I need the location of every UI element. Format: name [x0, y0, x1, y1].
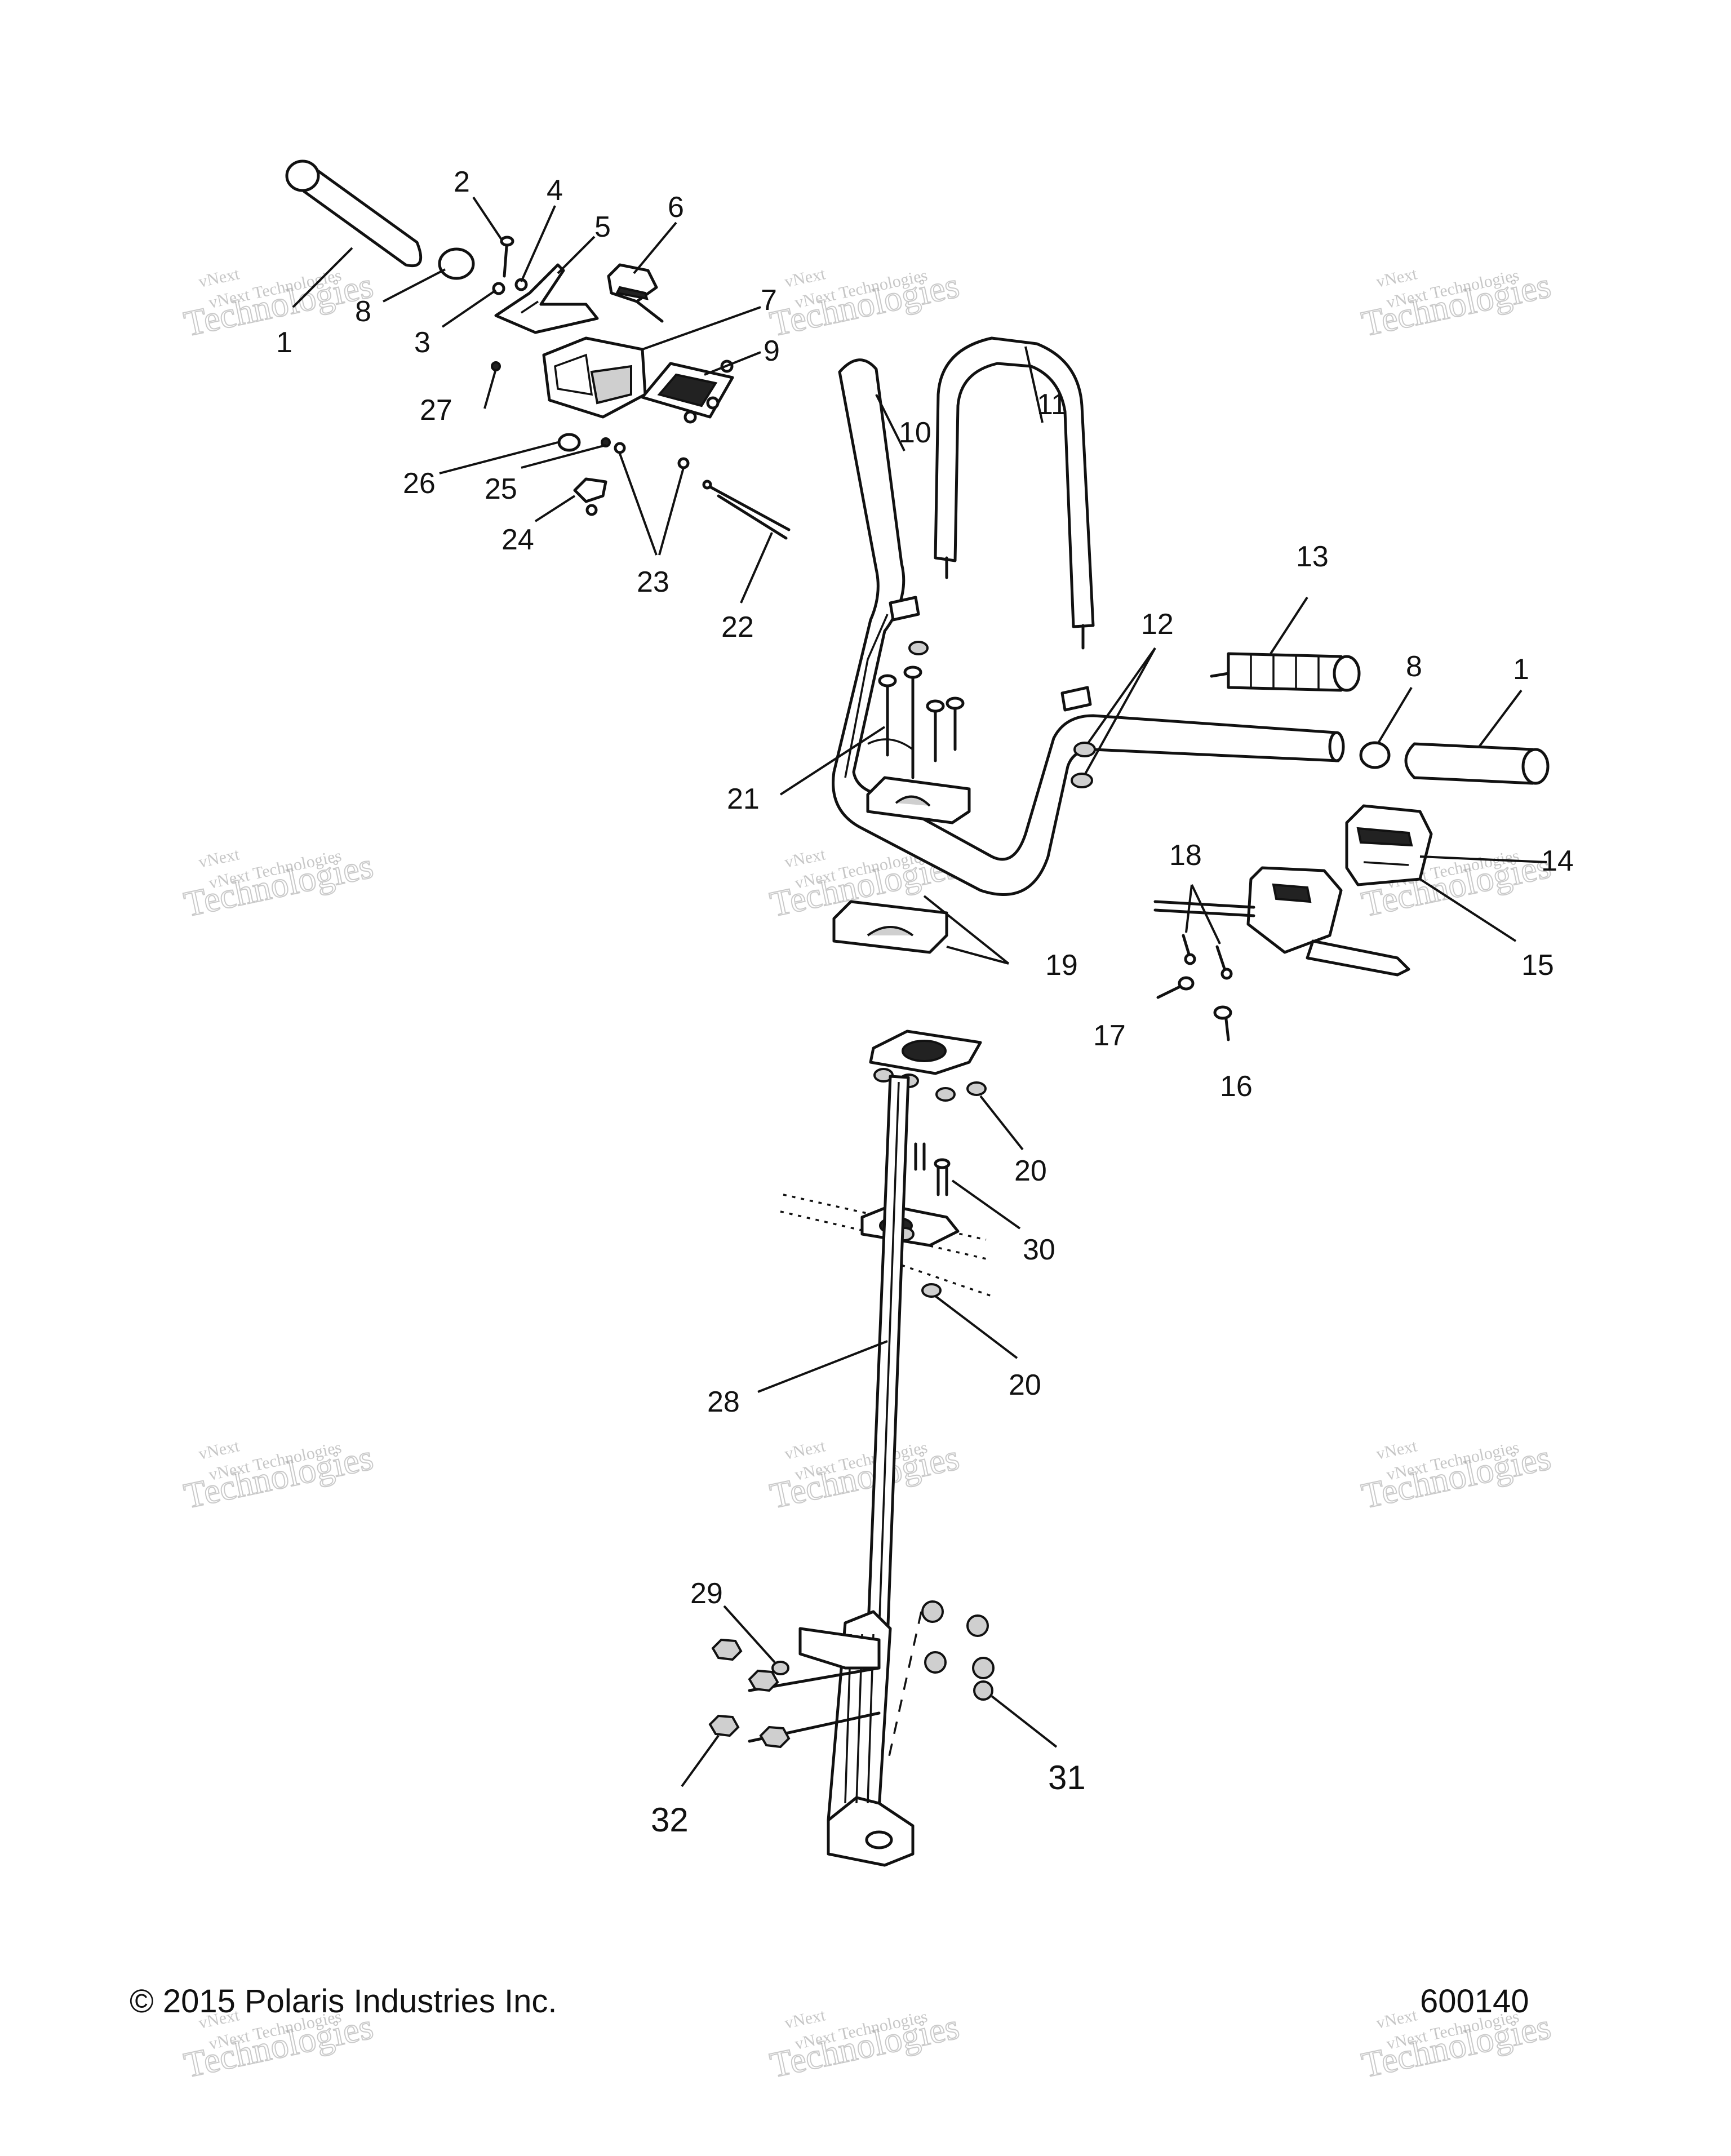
part-grip-right: [1404, 742, 1550, 785]
callout-19: 19: [1045, 949, 1078, 982]
callout-4: 4: [547, 174, 563, 207]
part-clamp-19: [832, 900, 948, 954]
part-nut-27: [491, 361, 501, 371]
callout-30: 30: [1023, 1234, 1055, 1266]
part-switch-6: [607, 263, 664, 323]
callout-3: 3: [414, 326, 430, 359]
callout-25: 25: [485, 473, 517, 505]
part-bolts-31: [921, 1600, 995, 1701]
part-dashed-guide: [886, 1611, 922, 1764]
callout-14: 14: [1541, 845, 1574, 877]
callout-labels: 1 2 3 4 5 6 7 8 9 10 11 12 13 14 15 16 1…: [276, 166, 1574, 1839]
callout-15: 15: [1521, 949, 1554, 982]
callout-11: 11: [1037, 388, 1067, 421]
part-brake-lever-15: [1153, 866, 1410, 977]
part-nut-12: [1071, 742, 1096, 788]
svg-text:vNext: vNext: [1374, 2006, 1419, 2033]
watermark: vNext vNext Technologies Technologies: [766, 1436, 963, 1516]
part-grip-left: [285, 159, 423, 267]
callout-32: 32: [651, 1801, 689, 1839]
callout-6: 6: [668, 191, 684, 224]
watermark: vNext vNext Technologies Technologies: [180, 845, 377, 925]
callout-21: 21: [727, 783, 760, 815]
part-setscrew-29: [771, 1661, 789, 1675]
part-bracket-5: [494, 263, 599, 334]
part-throttle-grip-13: [1210, 652, 1361, 692]
callout-8b: 8: [1406, 650, 1422, 683]
svg-text:vNext: vNext: [783, 264, 827, 291]
callout-5: 5: [594, 211, 611, 243]
part-switch-housing-14: [1345, 804, 1433, 886]
svg-text:vNext: vNext: [197, 845, 241, 872]
part-screw-18: [1182, 934, 1233, 980]
part-screw-23a: [614, 442, 626, 454]
callout-9: 9: [764, 335, 780, 367]
part-screw-head: [683, 410, 697, 424]
callout-7: 7: [761, 284, 777, 317]
svg-text:vNext: vNext: [1374, 1436, 1419, 1463]
callout-18: 18: [1169, 839, 1202, 872]
callout-26: 26: [403, 467, 436, 500]
part-steering-top-plate: [869, 1030, 982, 1075]
leader-lines: [292, 196, 1547, 1787]
part-screw-24: [585, 504, 598, 516]
callout-23: 23: [637, 566, 669, 598]
callout-24: 24: [501, 524, 534, 556]
part-nut-20-lower-b: [921, 1283, 942, 1298]
callout-20: 20: [1014, 1155, 1047, 1187]
part-cover-9: [641, 362, 734, 419]
part-screw-17: [1156, 976, 1195, 999]
part-tab-left: [889, 596, 920, 622]
part-bar-end-right: [1359, 741, 1391, 769]
callout-20b: 20: [1009, 1369, 1041, 1401]
callout-1: 1: [276, 326, 292, 359]
callout-12: 12: [1141, 608, 1174, 641]
svg-text:vNext: vNext: [783, 2006, 827, 2033]
part-crossbar-11: [934, 336, 1095, 650]
part-bolts-21: [878, 641, 965, 779]
svg-text:vNext: vNext: [1374, 264, 1419, 291]
part-steering-shaft-28: [866, 1075, 910, 1642]
part-post-bracket: [798, 1627, 881, 1670]
callout-13: 13: [1296, 540, 1329, 573]
callout-29: 29: [690, 1577, 723, 1610]
part-screw-head: [706, 396, 720, 410]
svg-text:vNext: vNext: [197, 1436, 241, 1463]
part-clamp-upper: [866, 776, 971, 824]
part-knob-26: [557, 433, 581, 452]
diagram-id: 600140: [1420, 1983, 1529, 2020]
part-screw-16: [1213, 1005, 1232, 1041]
copyright-text: © 2015 Polaris Industries Inc.: [130, 1983, 557, 2020]
part-nuts-32: [708, 1638, 791, 1749]
callout-27: 27: [420, 394, 452, 427]
callout-22: 22: [721, 611, 754, 644]
part-pins-30: [914, 1142, 951, 1196]
svg-text:vNext: vNext: [783, 1436, 827, 1463]
callout-2: 2: [454, 166, 470, 198]
callout-16: 16: [1220, 1070, 1253, 1103]
watermark: vNext vNext Technologies Technologies: [1357, 264, 1555, 344]
callout-10: 10: [899, 416, 931, 449]
part-tab-right: [1060, 686, 1092, 712]
watermark: vNext vNext Technologies Technologies: [766, 2006, 963, 2086]
part-screw-2: [500, 236, 514, 278]
callout-28: 28: [707, 1386, 740, 1418]
callout-1b: 1: [1513, 653, 1529, 686]
callout-31: 31: [1048, 1759, 1086, 1796]
part-switch-housing-7: [542, 336, 647, 419]
watermark: vNext vNext Technologies Technologies: [1357, 1436, 1555, 1516]
svg-text:vNext: vNext: [197, 264, 241, 291]
part-bar-end-left: [438, 247, 475, 280]
part-cable-22: [702, 480, 791, 540]
part-plate-24: [573, 477, 607, 503]
svg-text:vNext: vNext: [783, 845, 827, 872]
watermark: vNext vNext Technologies Technologies: [766, 264, 963, 344]
watermark: vNext vNext Technologies Technologies: [180, 1436, 377, 1516]
part-screw-23b: [677, 457, 690, 469]
callout-17: 17: [1093, 1019, 1126, 1052]
callout-8: 8: [355, 295, 371, 328]
